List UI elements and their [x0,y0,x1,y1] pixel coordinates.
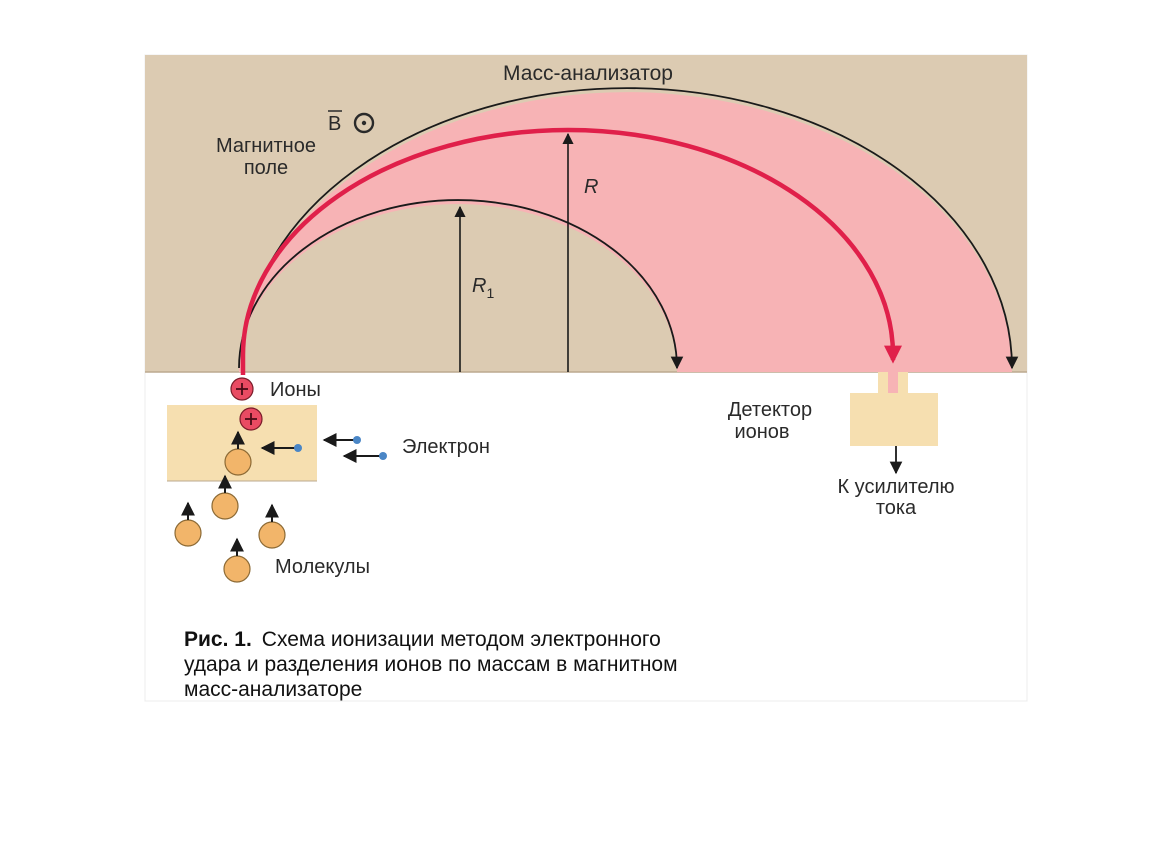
molecule-icon [258,521,286,549]
amplifier-label-line1: К усилителю [837,476,954,498]
figure-caption-line3: масс-анализаторе [184,678,362,701]
field-symbol: B [328,113,341,135]
molecule-icon [174,519,202,547]
electron-icon [379,452,387,460]
inner-trajectory [238,199,684,370]
figure-caption-line2: удара и разделения ионов по массам в маг… [184,653,678,676]
amplifier-label-line2: тока [876,497,917,519]
molecule-icon [211,492,239,520]
molecules-label: Молекулы [275,556,370,578]
central-trajectory [240,127,902,375]
field-out-of-page-icon [353,112,375,134]
figure-caption-line1: Рис. 1.Схема ионизации методом электронн… [184,628,661,651]
electron-label: Электрон [402,436,490,458]
detector-box [850,393,938,446]
electron-icon [353,436,361,444]
ions-label: Ионы [270,379,321,401]
molecule-icon [223,555,251,583]
detector-slit [888,372,898,394]
molecule-icon [224,448,252,476]
field-label-line1: Магнитное [216,135,316,157]
ion-beam-band [239,92,1012,372]
detector-label-line1: Детектор [728,399,812,421]
field-dot-icon [361,120,367,126]
outer-trajectory [241,87,1019,370]
analyzer-title: Масс-анализатор [503,62,673,85]
radius-outer-label: R [584,176,598,198]
electron-icon [294,444,302,452]
detector-label-line2: ионов [734,421,789,443]
field-label-line2: поле [244,157,288,179]
radius-inner-label: R1 [472,275,494,301]
